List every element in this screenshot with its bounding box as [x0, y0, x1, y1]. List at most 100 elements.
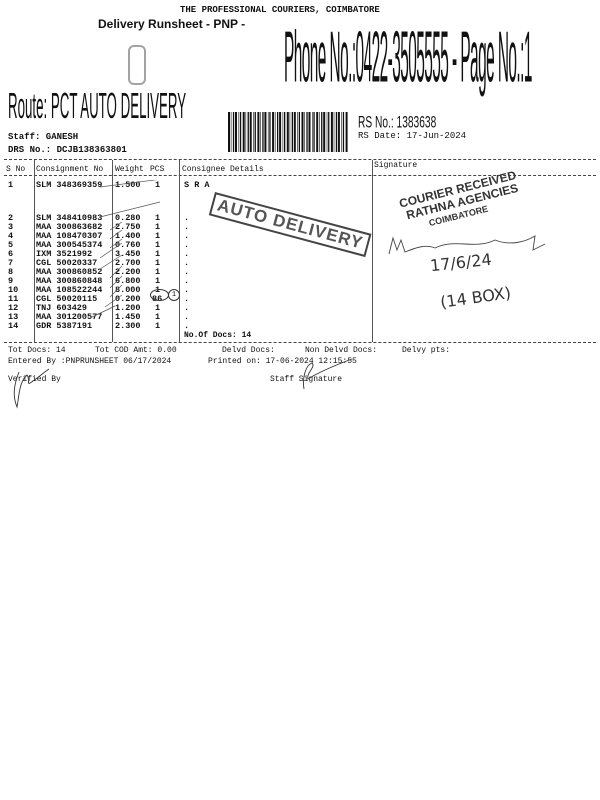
cell-pcs: 1 — [155, 258, 161, 268]
cell-consignee-details: . — [184, 267, 190, 277]
rs-date: RS Date: 17-Jun-2024 — [358, 131, 467, 141]
barcode-bar — [298, 112, 300, 152]
cell-weight: 1.500 — [115, 180, 141, 190]
cell-sno: 12 — [8, 303, 19, 313]
company-name: THE PROFESSIONAL COURIERS, COIMBATORE — [180, 5, 380, 15]
cell-consignee-details: . — [184, 303, 190, 313]
header-weight: Weight — [115, 165, 144, 174]
cell-consignee-details: . — [184, 222, 190, 232]
cell-consignment-no: MAA 300860848 — [36, 276, 103, 286]
barcode-bar — [293, 112, 296, 152]
cell-pcs: 1 — [155, 231, 161, 241]
cell-weight: 0.280 — [115, 213, 141, 223]
cell-consignment-no: CGL 50020337 — [36, 258, 98, 268]
barcode-bar — [319, 112, 320, 152]
barcode-bar — [254, 112, 256, 152]
cell-sno: 10 — [8, 285, 19, 295]
cell-sno: 4 — [8, 231, 14, 241]
cell-consignee-details: . — [184, 321, 190, 331]
cell-pcs: 1 — [155, 249, 161, 259]
column-divider — [34, 160, 35, 342]
cell-weight: 0.760 — [115, 240, 141, 250]
runsheet-title: Delivery Runsheet - PNP - — [98, 17, 246, 31]
header-consignee-details: Consignee Details — [182, 165, 264, 174]
cell-pcs: 1 — [155, 180, 161, 190]
divider — [4, 159, 596, 160]
staff-name: Staff: GANESH — [8, 132, 79, 142]
verified-signature — [13, 368, 50, 409]
delvy-pts: Delvy pts: — [402, 346, 451, 355]
barcode-bar — [330, 112, 333, 152]
header-consignment: Consignment No — [36, 165, 104, 174]
cell-weight: 0.200 — [115, 294, 141, 304]
barcode-bar — [272, 112, 275, 152]
barcode-bar — [306, 112, 308, 152]
cell-weight: 3.450 — [115, 249, 141, 259]
barcode-bar — [337, 112, 340, 152]
barcode-bar — [247, 112, 249, 152]
cell-sno: 11 — [8, 294, 19, 304]
handwritten-box-count: (14 BOX) — [439, 283, 513, 312]
cell-pcs: 1 — [155, 267, 161, 277]
barcode-bar — [301, 112, 304, 152]
cell-weight: 1.450 — [115, 312, 141, 322]
cell-consignee-details: S R A — [184, 180, 210, 190]
barcode-bar — [297, 112, 298, 152]
cell-consignment-no: MAA 108470307 — [36, 231, 103, 241]
barcode-bar — [326, 112, 328, 152]
rs-number: RS No.: 1383638 — [358, 110, 450, 132]
barcode-bar — [286, 112, 289, 152]
auto-delivery-stamp: AUTO DELIVERY — [208, 192, 372, 258]
phone-page-line: Phone No.:0422-3505555 - Page No.:1 — [284, 14, 532, 104]
barcode-bar — [274, 112, 276, 152]
cell-sno: 5 — [8, 240, 14, 250]
cell-weight: 1.200 — [115, 303, 141, 313]
cell-consignment-no: MAA 301200577 — [36, 312, 103, 322]
cell-weight: 1.400 — [115, 231, 141, 241]
courier-received-stamp: COURIER RECEIVED RATHNA AGENCIES COIMBAT… — [398, 168, 524, 236]
drs-number: DRS No.: DCJB138363801 — [8, 145, 127, 155]
column-divider — [112, 160, 113, 342]
cell-consignee-details: . — [184, 240, 190, 250]
cell-pcs: 1 — [155, 303, 161, 313]
cell-consignment-no: MAA 300863682 — [36, 222, 103, 232]
cell-sno: 1 — [8, 180, 14, 190]
cell-weight: 2.300 — [115, 321, 141, 331]
cell-pcs: 1 — [155, 276, 161, 286]
cell-weight: 6.800 — [115, 276, 141, 286]
barcode-bar — [228, 112, 230, 152]
cell-consignment-no: MAA 108522244 — [36, 285, 103, 295]
barcode-bar — [341, 112, 342, 152]
cell-consignment-no: MAA 300545374 — [36, 240, 103, 250]
barcode-bar — [239, 112, 242, 152]
barcode-bar — [257, 112, 260, 152]
barcode-bar — [291, 112, 293, 152]
entered-by: Entered By :PNPRUNSHEET 06/17/2024 — [8, 357, 172, 366]
barcode-bar — [232, 112, 235, 152]
route-text: Route: PCT AUTO DELIVERY — [8, 84, 187, 126]
cell-weight: 2.700 — [115, 258, 141, 268]
cell-consignee-details: . — [184, 258, 190, 268]
cell-consignee-details: . — [184, 285, 190, 295]
barcode-bar — [249, 112, 252, 152]
cell-pcs: 1 — [155, 312, 161, 322]
cell-consignee-details: . — [184, 231, 190, 241]
cell-consignment-no: GDR 5387191 — [36, 321, 93, 331]
cell-pcs: 1 — [155, 240, 161, 250]
cell-consignee-details: . — [184, 276, 190, 286]
barcode-bar — [279, 112, 282, 152]
non-delvd-docs: Non Delvd Docs: — [305, 346, 378, 355]
cell-consignment-no: SLM 348410983 — [36, 213, 103, 223]
barcode-bar — [245, 112, 247, 152]
divider — [4, 175, 596, 176]
barcode-bar — [282, 112, 284, 152]
barcode — [228, 112, 348, 152]
barcode-bar — [342, 112, 345, 152]
tot-docs: Tot Docs: 14 — [8, 346, 66, 355]
column-divider — [179, 160, 180, 342]
barcode-bar — [308, 112, 311, 152]
cell-sno: 7 — [8, 258, 14, 268]
cell-sno: 14 — [8, 321, 19, 331]
cell-sno: 2 — [8, 213, 14, 223]
cell-sno: 6 — [8, 249, 14, 259]
